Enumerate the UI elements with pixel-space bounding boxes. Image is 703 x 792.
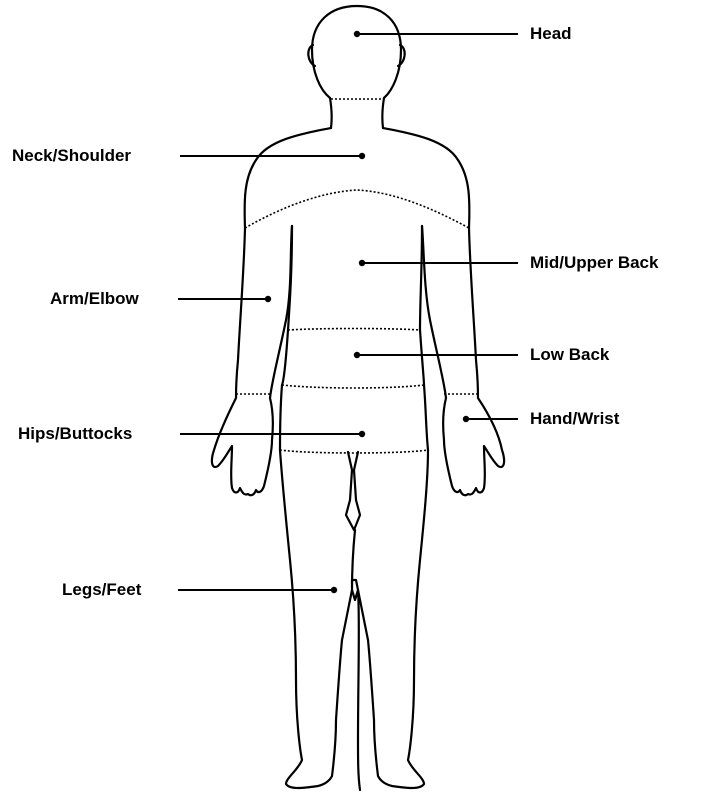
buttocks-divider [280,450,428,453]
lowback-divider [288,329,420,331]
label-arm-elbow: Arm/Elbow [50,289,139,309]
neck-right [382,98,384,128]
label-low-back: Low Back [530,345,609,365]
label-legs-feet: Legs/Feet [62,580,141,600]
low-back-dot [354,352,360,358]
mid-upper-back-dot [359,260,365,266]
label-hand-wrist: Hand/Wrist [530,409,619,429]
label-neck-shoulder: Neck/Shoulder [12,146,131,166]
legs-feet-dot [331,587,337,593]
shoulder-divider [245,190,469,228]
hand-wrist-dot [463,416,469,422]
inner-leg-seam [346,452,360,790]
label-mid-upper-back: Mid/Upper Back [530,253,658,273]
head-dot [354,31,360,37]
right-arm-outline [383,128,504,495]
neck-shoulder-dot [359,153,365,159]
body-outline [212,6,504,790]
neck-left [330,98,332,128]
hips-divider [282,385,424,388]
right-leg-outline [358,450,428,788]
label-hips-buttocks: Hips/Buttocks [18,424,132,444]
left-leg-outline [280,450,352,788]
arm-elbow-dot [265,296,271,302]
region-dividers [236,99,478,453]
left-arm-outline [212,128,331,495]
head-outline [312,6,401,98]
label-head: Head [530,24,572,44]
hips-buttocks-dot [359,431,365,437]
